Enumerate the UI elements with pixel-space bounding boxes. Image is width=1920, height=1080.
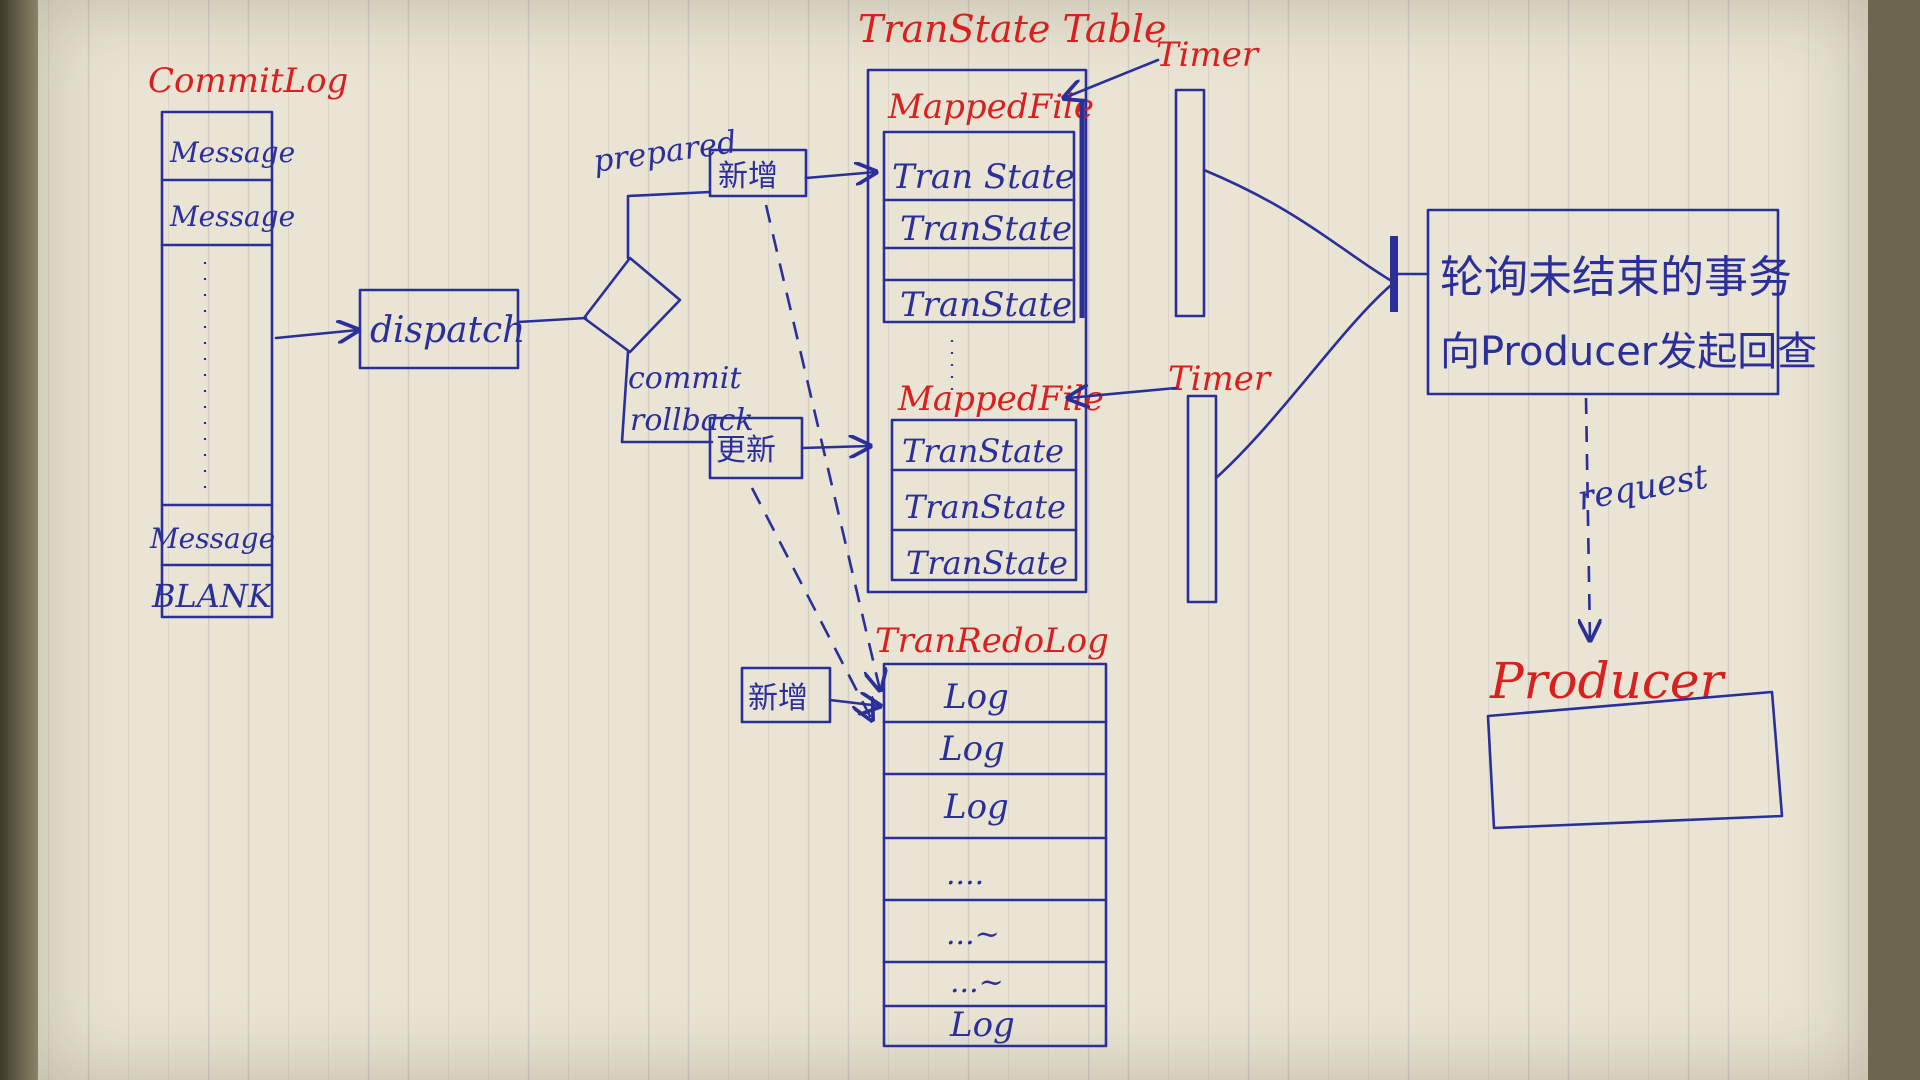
update-to-transtate-arrow <box>800 446 870 448</box>
commit-log-box <box>160 110 274 619</box>
mapped-file-box-top <box>882 130 1076 324</box>
redo-log-row: Log <box>943 677 1009 717</box>
transtate-table-title: TranState Table <box>858 7 1166 51</box>
transtate-table: TranState Table MappedFile Tran State Tr… <box>858 7 1166 594</box>
timer-bottom: Timer <box>1068 359 1272 604</box>
timer-top-connector <box>1202 168 1392 282</box>
add-box-bottom <box>740 666 832 724</box>
commit-log-cell: Message <box>169 200 295 233</box>
mapped-file-label-bottom: MappedFile <box>897 379 1104 419</box>
timer-top: Timer <box>1064 35 1260 318</box>
redo-log-row: ...~ <box>950 965 1004 1000</box>
timer-bottom-connector <box>1214 284 1392 480</box>
tranredo-log: TranRedoLog Log Log Log .... ...~ ...~ L… <box>875 621 1109 1048</box>
add-to-redolog-dashed-arrow <box>764 204 880 690</box>
producer: Producer <box>1486 652 1784 830</box>
transtate-row: Tran State <box>892 157 1075 197</box>
decision-diamond <box>582 256 682 354</box>
commit-log-cell: BLANK <box>151 577 274 615</box>
redo-log-row: Log <box>949 1005 1015 1045</box>
timer-bar-bottom <box>1186 394 1218 604</box>
commit-log-title: CommitLog <box>148 61 348 101</box>
timer-bar-top <box>1174 88 1206 318</box>
check-box-line2: 向Producer发起回查 <box>1440 329 1817 375</box>
transtate-row: TranState <box>902 432 1064 470</box>
tranredo-log-title: TranRedoLog <box>875 621 1109 661</box>
redo-log-row: Log <box>939 729 1005 769</box>
redo-log-row: .... <box>946 857 984 892</box>
photo-shadow <box>0 0 38 1080</box>
request-dashed-arrow <box>1586 397 1590 640</box>
add-bottom-to-redolog-arrow <box>828 700 880 706</box>
rollback-label: rollback <box>630 403 754 438</box>
producer-box <box>1486 690 1784 830</box>
transtate-table-box <box>866 68 1088 594</box>
update-label: 更新 <box>716 433 776 468</box>
commit-log-cell: Message <box>149 522 275 555</box>
producer-title: Producer <box>1489 652 1726 710</box>
transtate-row: TranState <box>906 544 1068 582</box>
check-box <box>1426 208 1780 396</box>
check-transactions-box: 轮询未结束的事务 向Producer发起回查 <box>1426 208 1817 396</box>
request-label: request <box>1575 457 1712 519</box>
commit-log: CommitLog Message Message Message BLANK <box>148 61 348 619</box>
prepared-label: prepared <box>591 124 739 180</box>
notebook-paper <box>38 0 1868 1080</box>
timer-label-bottom: Timer <box>1168 359 1272 399</box>
redo-log-row: Log <box>943 787 1009 827</box>
timer-top-arrow <box>1064 58 1160 98</box>
add-to-transtate-arrow <box>804 172 876 178</box>
timer-bottom-arrow <box>1068 388 1178 398</box>
commit-log-to-dispatch-arrow <box>274 330 358 338</box>
update-to-redolog-dashed-arrow <box>750 487 872 720</box>
add-label-bottom: 新增 <box>748 681 808 716</box>
transtate-row: TranState <box>900 209 1072 249</box>
timer-label-top: Timer <box>1156 35 1260 75</box>
add-box-top <box>708 148 808 198</box>
commit-label: commit <box>628 361 742 396</box>
transtate-row: TranState <box>900 285 1072 325</box>
transtate-row: TranState <box>904 488 1066 526</box>
mapped-file-label-top: MappedFile <box>887 87 1094 127</box>
check-box-line1: 轮询未结束的事务 <box>1440 252 1792 303</box>
commit-log-cell: Message <box>169 136 295 169</box>
dispatch-box <box>358 288 520 370</box>
redo-log-row: ...~ <box>946 917 1000 952</box>
mapped-file-box-bottom <box>890 418 1078 582</box>
dispatch-label: dispatch <box>370 310 525 351</box>
tranredo-log-box <box>882 662 1108 1048</box>
add-label-top: 新增 <box>718 159 778 194</box>
